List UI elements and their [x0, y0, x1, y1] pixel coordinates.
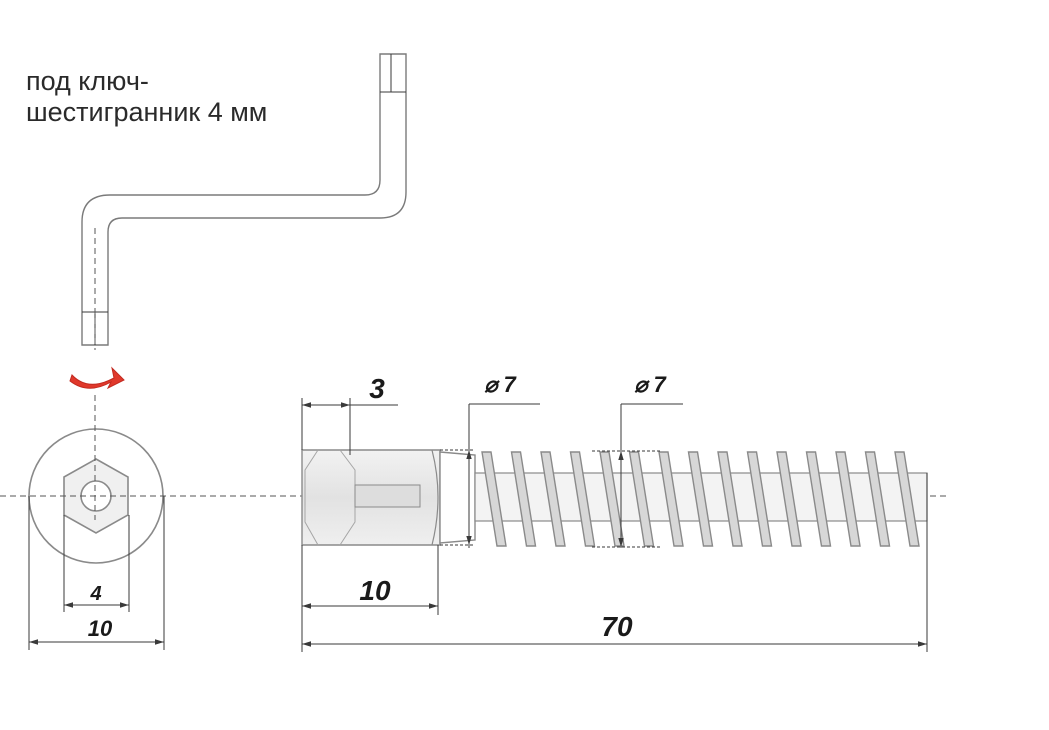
- head-diameter-label: 10: [88, 616, 113, 641]
- diameter-1-dimension: ⌀ 7: [440, 372, 540, 548]
- diameter-2-label: ⌀ 7: [634, 372, 667, 397]
- caption-line-2: шестигранник 4 мм: [26, 97, 268, 127]
- thread-crest: [717, 451, 743, 547]
- thread-crest: [805, 451, 832, 547]
- thread-crest: [658, 451, 684, 547]
- thread-crest: [481, 451, 507, 547]
- thread-crest: [835, 451, 861, 547]
- head-depth-label: 3: [369, 373, 385, 404]
- thread-crest: [687, 451, 714, 547]
- thread-crest: [569, 451, 596, 547]
- caption-line-1: под ключ-: [26, 66, 149, 96]
- total-length-label: 70: [601, 611, 633, 642]
- diameter-1-label: ⌀ 7: [484, 372, 517, 397]
- thread-crest: [746, 451, 773, 547]
- head-length-dimension: 10: [301, 545, 439, 615]
- thread-crest: [540, 451, 566, 547]
- hex-size-dimension: 4: [63, 515, 130, 612]
- head-diameter-dimension: 10: [28, 496, 165, 650]
- total-length-dimension: 70: [301, 521, 928, 652]
- screw-side-view: [301, 449, 928, 547]
- hex-size-label: 4: [89, 583, 101, 605]
- hex-key-wrench: [81, 53, 407, 350]
- diameter-2-dimension: ⌀ 7: [592, 372, 683, 548]
- thread-crest: [864, 451, 891, 547]
- wrench-caption: под ключ- шестигранник 4 мм: [26, 66, 267, 128]
- head-length-label: 10: [359, 575, 391, 606]
- rotation-arrow-icon: [69, 366, 125, 390]
- thread-crest: [628, 451, 655, 547]
- head-depth-dimension: 3: [301, 373, 398, 455]
- thread-crest: [510, 451, 537, 547]
- thread-crest: [776, 451, 802, 547]
- thread-crest: [599, 451, 625, 547]
- thread-crest: [894, 451, 920, 547]
